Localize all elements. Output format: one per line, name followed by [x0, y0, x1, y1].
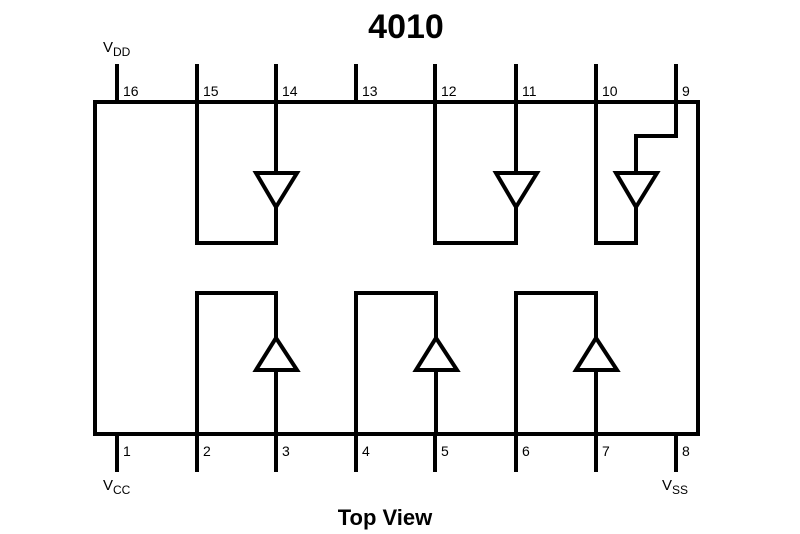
pin-number-label: 3	[282, 443, 290, 459]
chip-body	[93, 100, 700, 436]
pin-number-label: 9	[682, 83, 690, 99]
pin-number-label: 15	[203, 83, 219, 99]
buffer-14-to-15	[195, 100, 301, 245]
vcc-label: VCC	[103, 477, 131, 497]
pin-number-label: 11	[522, 83, 537, 99]
pin-number-label: 6	[522, 443, 530, 459]
buffer-7-to-6	[514, 291, 621, 436]
buffer-triangle-up	[252, 334, 301, 372]
vdd-label: VDD	[103, 39, 131, 59]
buffer-triangle-up	[412, 334, 461, 372]
pin-number-label: 16	[123, 83, 139, 99]
vss-label: VSS	[662, 477, 688, 497]
pin-number-label: 13	[362, 83, 378, 99]
buffer-triangle-up	[572, 334, 621, 372]
pin-number-label: 10	[602, 83, 618, 99]
pin-number-label: 1	[123, 443, 131, 459]
buffer-9-to-10	[594, 100, 678, 245]
pin-number-label: 7	[602, 443, 610, 459]
buffer-3-to-2	[195, 291, 301, 436]
buffer-triangle-down	[612, 171, 661, 211]
pin-number-label: 2	[203, 443, 211, 459]
pin-number-label: 4	[362, 443, 370, 459]
pin-number-label: 5	[441, 443, 449, 459]
buffer-11-to-12	[433, 100, 541, 245]
pin-number-label: 14	[282, 83, 298, 99]
buffer-triangle-down	[252, 171, 301, 211]
buffer-5-to-4	[354, 291, 461, 436]
view-caption: Top View	[338, 505, 433, 530]
buffer-triangle-down	[492, 171, 541, 211]
pin-number-label: 12	[441, 83, 457, 99]
chip-title: 4010	[368, 8, 444, 46]
pin-number-label: 8	[682, 443, 690, 459]
